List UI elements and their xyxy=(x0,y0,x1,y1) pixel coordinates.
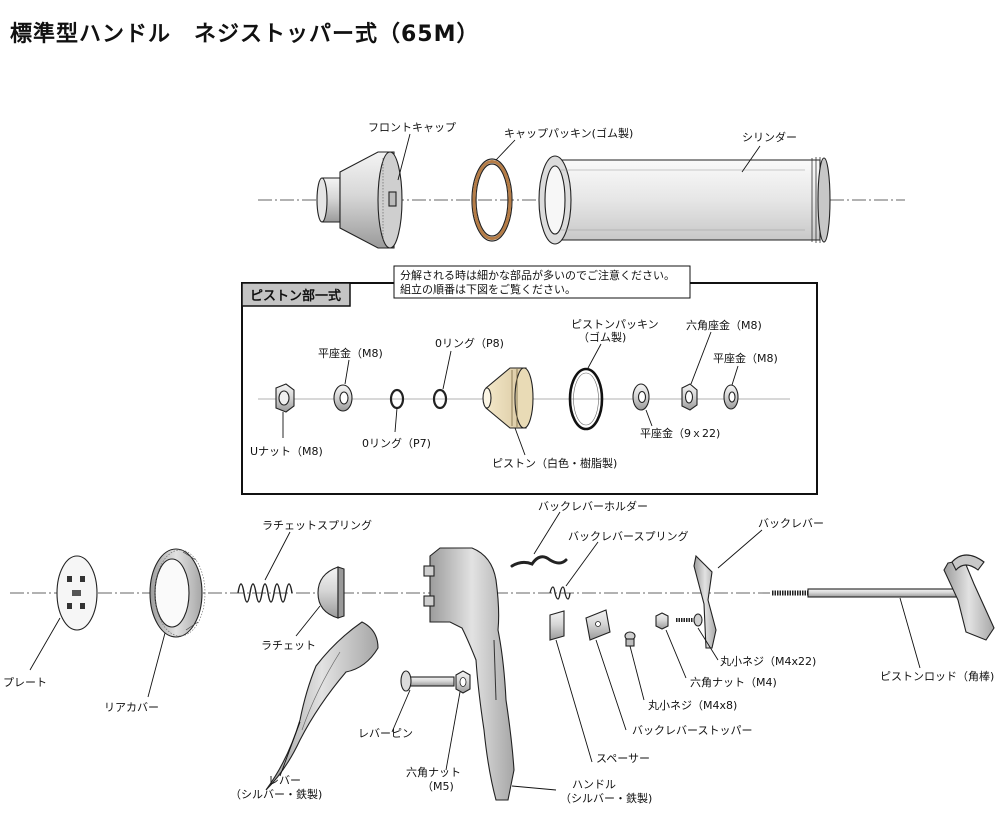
front-cap-label: フロントキャップ xyxy=(368,121,456,134)
caution-note-line1: 分解される時は細かな部品が多いのでご注意ください。 xyxy=(400,268,675,282)
back-lever-holder-label: バックレバーホルダー xyxy=(538,499,648,513)
o-ring-p8 xyxy=(432,388,448,410)
plate-label: プレート xyxy=(3,676,47,689)
spacer-label: スペーサー xyxy=(596,752,650,765)
oring-p7-label: 0リング（P7) xyxy=(362,436,431,450)
piston-assembly-panel: ピストン部一式 分解される時は細かな部品が多いのでご注意ください。 組立の順番は… xyxy=(241,265,818,495)
cap-packing xyxy=(471,158,513,242)
cylinder xyxy=(538,155,831,245)
washer-9x22-label: 平座金（9ｘ22) xyxy=(640,426,720,440)
back-lever xyxy=(693,554,717,649)
plate xyxy=(56,555,98,631)
piston-rod xyxy=(772,554,995,641)
back-lever-label: バックレバー xyxy=(758,517,824,530)
back-lever-spring xyxy=(549,586,571,600)
back-lever-holder xyxy=(510,555,568,568)
front-cap-leader xyxy=(397,133,411,181)
hex-nut-m5-label-2: （M5) xyxy=(422,780,454,793)
piston-packing-label-1: ピストンパッキン xyxy=(571,318,659,331)
spacer xyxy=(549,610,565,641)
round-screw-m4x22-label: 丸小ネジ（M4x22) xyxy=(720,655,816,668)
piston xyxy=(482,367,534,429)
lever-pin-label: レバーピン xyxy=(358,727,413,740)
front-cap xyxy=(316,151,403,249)
washer-m8-b-label: 平座金（M8) xyxy=(713,351,778,365)
hex-washer-m8-label: 六角座金（M8) xyxy=(686,318,762,332)
hex-nut-m4-label: 六角ナット（M4) xyxy=(690,676,777,689)
lever xyxy=(265,621,379,791)
ratchet-spring-label: ラチェットスプリング xyxy=(262,518,372,532)
piston-panel-title: ピストン部一式 xyxy=(250,288,341,304)
u-nut xyxy=(275,383,295,413)
round-screw-m4x8 xyxy=(624,631,636,647)
lever-label-2: （シルバー・鉄製) xyxy=(230,787,322,801)
rear-cover xyxy=(149,548,206,638)
round-screw-m4x22 xyxy=(676,613,703,627)
flat-washer-m8-b xyxy=(723,384,739,410)
rear-cover-label: リアカバー xyxy=(104,701,159,714)
cylinder-leader xyxy=(741,145,761,173)
cylinder-label: シリンダー xyxy=(742,130,797,144)
cap-packing-label: キャップパッキン(ゴム製) xyxy=(504,126,633,140)
u-nut-label: Uナット（M8) xyxy=(250,445,323,458)
hex-nut-m5 xyxy=(455,670,471,694)
back-lever-stopper xyxy=(585,609,611,641)
flat-washer-m8-a xyxy=(333,384,353,412)
handle xyxy=(423,547,515,801)
back-lever-stopper-label: バックレバーストッパー xyxy=(632,724,752,737)
ratchet-label: ラチェット xyxy=(261,639,316,652)
page-title: 標準型ハンドル ネジストッパー式（65M） xyxy=(10,22,480,47)
caution-note-line2: 組立の順番は下図をご覧ください。 xyxy=(400,282,576,296)
flat-washer-9x22 xyxy=(632,383,650,411)
round-screw-m4x8-label: 丸小ネジ（M4x8) xyxy=(648,699,737,712)
piston-rod-label: ピストンロッド（角棒) xyxy=(880,669,994,683)
ratchet-spring xyxy=(237,583,293,603)
piston-packing xyxy=(568,367,604,431)
piston-label: ピストン（白色・樹脂製) xyxy=(492,456,617,470)
cap-packing-leader xyxy=(495,139,516,161)
piston-packing-label-2: （ゴム製) xyxy=(578,330,626,344)
back-lever-spring-label: バックレバースプリング xyxy=(568,529,688,543)
lever-label-1: レバー xyxy=(268,774,301,787)
handle-label-2: （シルバー・鉄製) xyxy=(560,791,652,805)
hex-washer-m8 xyxy=(681,383,698,411)
handle-label-1: ハンドル xyxy=(572,778,616,791)
lever-pin xyxy=(400,670,455,692)
oring-p8-label: 0リング（P8) xyxy=(435,336,504,350)
hex-nut-m5-label-1: 六角ナット xyxy=(406,766,461,779)
ratchet xyxy=(317,566,345,619)
washer-m8-a-label: 平座金（M8) xyxy=(318,346,383,360)
hex-nut-m4 xyxy=(655,612,669,630)
